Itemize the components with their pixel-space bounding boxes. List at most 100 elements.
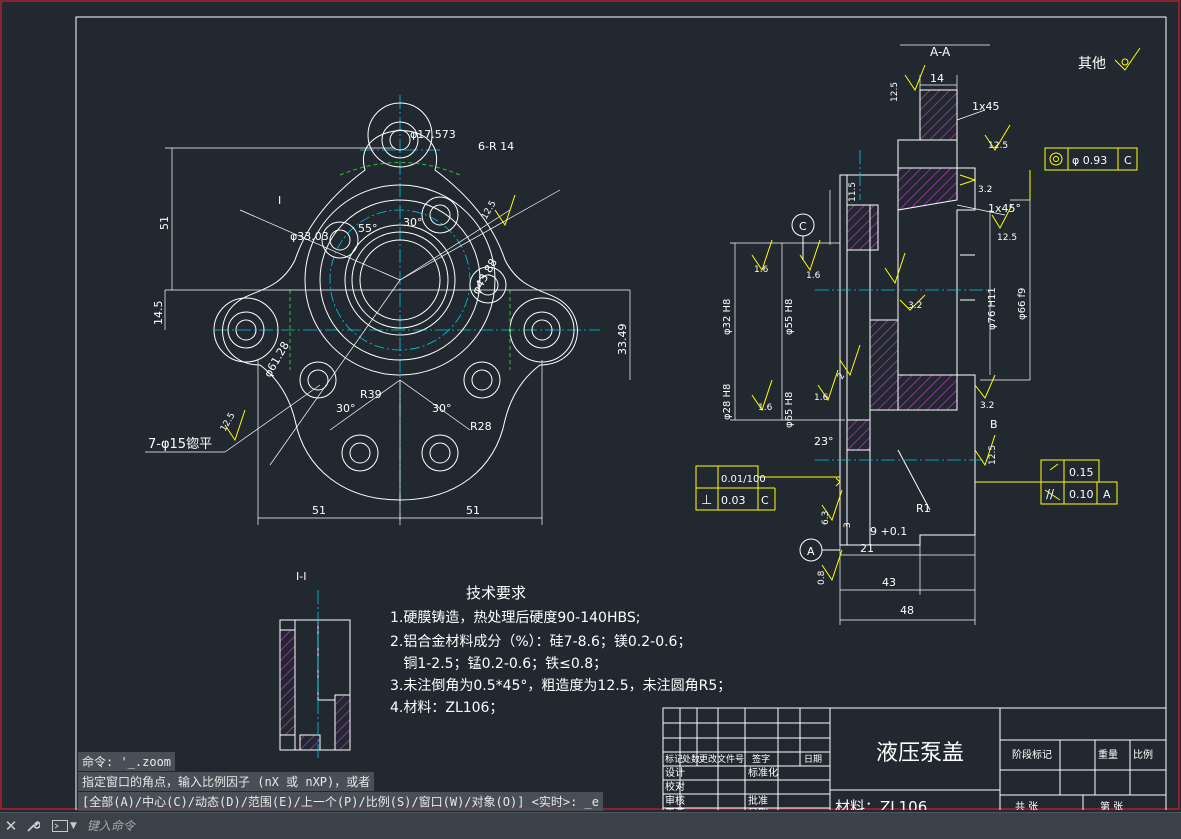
date-label: 日期: [748, 807, 768, 810]
radius-r39: R39: [360, 388, 382, 401]
left-lug: [213, 297, 279, 363]
approve-label: 批准: [748, 794, 768, 807]
bore-outer: [344, 224, 456, 336]
dim-51-vertical: 51: [158, 216, 171, 230]
section-mark: I: [278, 194, 281, 207]
rough-3-2-c: 3.2: [980, 401, 994, 411]
chamfer-1: 1x45: [972, 100, 1000, 113]
drawing-svg[interactable]: 7-φ15锪平 6-R 14 55° 30° 30° 30° R39 R28 φ…: [0, 0, 1181, 810]
boss-outer: [304, 184, 496, 376]
dim-14-5: 14.5: [152, 301, 165, 326]
rough-0-8: 0.8: [817, 570, 827, 585]
rough-12-5-a: 12.5: [890, 82, 900, 102]
top-view-labels: 7-φ15锪平 6-R 14 55° 30° 30° 30° R39 R28 φ…: [148, 128, 629, 517]
hatch-lower-body: [897, 374, 958, 411]
bolt-holes: [227, 121, 561, 472]
dim-2: 2: [836, 372, 848, 382]
section-aa-labels: A-A 其他 14 1x45 1x45° 12.5 12.5 12.5 12.5…: [701, 45, 1132, 617]
part-name: 液压泵盖: [876, 741, 964, 766]
title-block-text: 液压泵盖 材料：ZL106 标记 处数 更改文件号 签字 日期 设计 标准化 校…: [665, 741, 1153, 810]
weight-label: 重量: [1098, 748, 1118, 761]
customize-wrench-icon[interactable]: [22, 815, 44, 837]
chamfer-2: 1x45°: [988, 202, 1021, 215]
rough-6-3: 6.3: [821, 511, 831, 525]
section-dimensions: [730, 75, 1031, 625]
title-block: [662, 707, 1167, 810]
radius-r28: R28: [470, 420, 492, 433]
dia-bore: φ33.03: [290, 230, 329, 243]
hatch-lower-flange: [846, 419, 871, 451]
review-label: 审核: [665, 794, 685, 807]
fillet-note: 6-R 14: [478, 140, 514, 153]
dia-65: φ65 H8: [784, 392, 795, 428]
datum-bubbles: [791, 213, 840, 562]
angle-55: 55°: [358, 222, 378, 235]
dia-28: φ28 H8: [722, 384, 733, 420]
tol-coax-datum: C: [1124, 154, 1132, 167]
command-history-line: 命令: '_.zoom: [78, 752, 176, 771]
section-aa: [730, 44, 1031, 625]
check-label: 校对: [665, 780, 685, 793]
radius-r1: R1: [916, 502, 931, 515]
command-line-bar: ✕ ▼: [0, 812, 1181, 839]
tech-req-line-5: 4.材料：ZL106；: [390, 700, 503, 716]
hidden-arc: [339, 162, 461, 176]
command-prompt-icon: [52, 820, 68, 832]
row-label-doc: 更改文件号: [699, 753, 744, 765]
dim-48: 48: [900, 604, 914, 617]
top-view: [145, 95, 631, 525]
coax-frame: [1044, 147, 1138, 171]
tech-req-line-2: 2.铝合金材料成分（%）：硅7-8.6；镁0.2-0.6；: [390, 634, 691, 650]
tech-req-title: 技术要求: [466, 584, 526, 602]
hatch-ii-left: [279, 629, 296, 736]
rough-12-5-c: 12.5: [997, 233, 1017, 243]
tech-req-line-4: 3.未注倒角为0.5*45°，粗造度为12.5，未注圆角R5；: [390, 678, 731, 694]
row-label-mark: 标记: [665, 753, 683, 765]
rough-1-6-c: 1.6: [758, 403, 773, 413]
section-centerlines: [815, 150, 990, 461]
drawing-canvas[interactable]: 7-φ15锪平 6-R 14 55° 30° 30° 30° R39 R28 φ…: [0, 0, 1181, 810]
dim-51-right: 51: [466, 504, 480, 517]
command-input[interactable]: [84, 815, 1181, 837]
tol-par-datum: A: [1103, 488, 1111, 501]
top-lug: [367, 102, 433, 168]
section-ii: [279, 590, 351, 760]
hatch-top-flange: [919, 89, 958, 141]
recent-commands-button[interactable]: ▼: [52, 820, 77, 832]
dia-76: φ76 H11: [987, 287, 998, 330]
top-view-dimensions: [145, 147, 631, 525]
sheet-outer-border: [75, 16, 1167, 810]
standard-label: 标准化: [748, 766, 778, 779]
tech-req-line-3: 铜1-2.5；锰0.2-0.6；铁≤0.8；: [390, 656, 607, 672]
sheet-no-label: 第 张: [1100, 800, 1123, 810]
process-label: 工艺: [665, 807, 685, 810]
hatch-ii-right: [334, 694, 351, 751]
dim-14: 14: [930, 72, 944, 85]
dim-43: 43: [882, 576, 896, 589]
rough-1-6-b: 1.6: [806, 271, 821, 281]
parallel-symbol: //: [1046, 487, 1055, 501]
tol-par-value: 0.10: [1069, 488, 1094, 501]
hatch-upper-body: [897, 167, 958, 211]
chevron-down-icon: ▼: [70, 821, 77, 831]
angle-23: 23°: [814, 435, 834, 448]
tol-left-datum: C: [761, 494, 769, 507]
row-label-count: 处数: [682, 753, 700, 765]
dim-51-left: 51: [312, 504, 326, 517]
radial-lines: [239, 189, 561, 500]
section-ii-title: I-I: [296, 570, 306, 583]
tol-left-perp: 0.03: [721, 494, 746, 507]
rough-12-5-d: 12.5: [988, 445, 998, 465]
close-icon[interactable]: ✕: [4, 817, 18, 835]
roughness-symbol-top: [494, 194, 516, 227]
roughness-top: 12.5: [480, 199, 499, 221]
design-label: 设计: [665, 766, 685, 779]
bore-inner: [359, 239, 441, 321]
fillet-leader: [897, 449, 931, 511]
dia-66: φ66 f9: [1017, 288, 1028, 320]
rough-1-6-d: 1.6: [814, 393, 829, 403]
scale-label: 比例: [1133, 748, 1153, 761]
dia-top-hole: φ17.573: [410, 128, 456, 141]
perp-symbol: ⊥: [701, 493, 712, 508]
tech-req-line-1: 1.硬膜铸造，热处理后硬度90-140HBS;: [390, 610, 640, 626]
